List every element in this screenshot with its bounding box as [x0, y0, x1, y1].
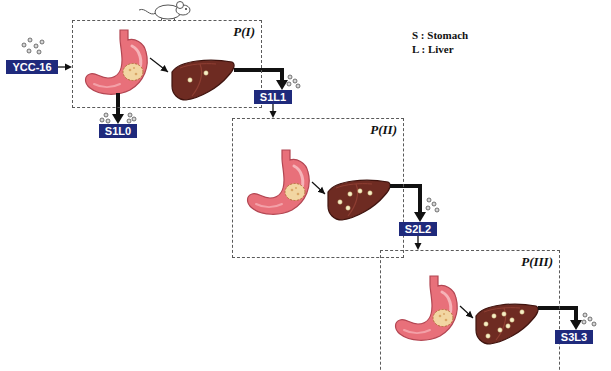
liver-drawing [476, 304, 538, 344]
spread-arrow [460, 306, 473, 318]
cell-cluster [582, 313, 596, 326]
panel-label: P(I) [73, 21, 261, 40]
mouse-icon [139, 2, 190, 22]
flow-arrow [116, 108, 120, 114]
sample-label: YCC-16 [12, 61, 51, 73]
harvest-arrow-stub [234, 68, 262, 72]
panel-label: P(III) [381, 251, 559, 270]
stomach-drawing [86, 30, 148, 94]
stomach-drawing [396, 276, 458, 340]
sample-tag: S1L0 [99, 124, 137, 138]
flow-arrow [404, 186, 420, 212]
harvest-arrow-stub [538, 306, 560, 310]
passage-panel: P(III) [380, 250, 560, 371]
metastasis-dots [188, 71, 208, 82]
panel-label: P(II) [233, 119, 403, 138]
stomach-drawing [248, 150, 310, 214]
flow-arrow [262, 70, 282, 80]
legend-note: S : Stomach [412, 29, 468, 41]
sample-label: S2L2 [405, 223, 431, 235]
harvest-arrow-stub [116, 93, 120, 108]
flow-arrow [58, 66, 65, 67]
harvest-arrow-stub [390, 184, 404, 188]
cell-cluster [426, 198, 439, 212]
sample-tag: YCC-16 [6, 60, 57, 74]
spread-arrow [312, 182, 325, 194]
metastasis-dots [338, 189, 372, 210]
passage-panel: P(II) [232, 118, 404, 258]
flow-arrow [560, 308, 576, 320]
sample-tag: S1L1 [254, 90, 292, 104]
sample-tag: S2L2 [399, 222, 437, 236]
sample-tag: S3L3 [555, 330, 593, 344]
flow-arrow [417, 236, 418, 243]
legend-note: L : Liver [412, 43, 454, 55]
metastasis-dots [484, 310, 524, 338]
flow-arrow [272, 104, 273, 111]
cell-cluster [22, 38, 44, 54]
sample-label: S3L3 [561, 331, 587, 343]
spread-arrow [150, 58, 168, 72]
liver-drawing [172, 60, 234, 100]
passage-panel: P(I) [72, 20, 262, 108]
cell-cluster [100, 75, 300, 123]
sample-label: S1L0 [105, 125, 131, 137]
sample-label: S1L1 [260, 91, 286, 103]
liver-drawing [328, 180, 390, 220]
